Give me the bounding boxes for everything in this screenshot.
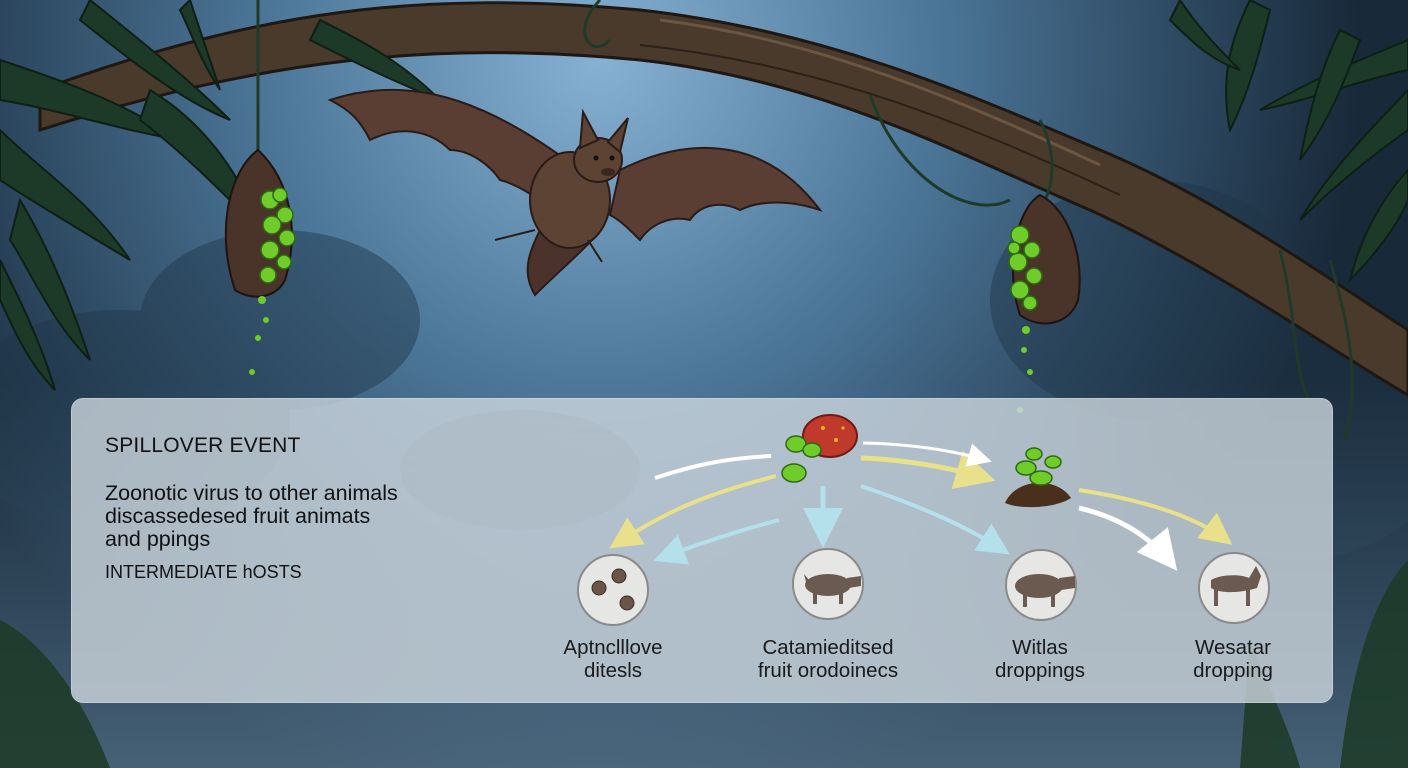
arrow: [653, 518, 780, 565]
arrow: [1078, 505, 1178, 571]
pig-icon: [1015, 574, 1075, 607]
hanging-fruit-pod-left: [224, 148, 296, 375]
node-label: Witlas droppings: [930, 636, 1150, 682]
arrow: [609, 474, 777, 549]
horse-icon: [1211, 566, 1261, 606]
description-line: Zoonotic virus to other animals: [105, 481, 398, 505]
description-line: discassedesed fruit animats: [105, 504, 371, 528]
node-label-line: Wesatar: [1195, 636, 1271, 659]
node-droppings: [577, 554, 649, 626]
node-label: Catamieditsed fruit orodoinecs: [718, 636, 938, 682]
node-label-line: droppings: [994, 659, 1086, 682]
node-label-line: Witlas: [1012, 636, 1068, 659]
node-horse: [1198, 552, 1270, 624]
contaminated-fruit-icon: [781, 414, 858, 483]
pig-icon: [804, 574, 861, 604]
panel-description: Zoonotic virus to other animals discasse…: [105, 482, 485, 551]
arrow: [1078, 488, 1233, 545]
node-label-line: fruit orodoinecs: [757, 659, 899, 682]
node-label: Wesatar dropping: [1123, 636, 1343, 682]
node-label: Aptnclllove ditesls: [503, 636, 723, 682]
right-leaves: [1168, 0, 1408, 284]
arrow: [862, 441, 992, 467]
droppings-icon: [591, 568, 635, 611]
node-label-line: Catamieditsed: [762, 636, 894, 659]
spillover-flow-diagram: [577, 414, 1270, 626]
node-pig-1: [792, 548, 864, 620]
arrow: [860, 450, 996, 489]
node-pig-2: [1005, 549, 1077, 621]
node-label-line: dropping: [1193, 659, 1273, 682]
seedling-droppings-icon: [1005, 447, 1071, 508]
spillover-panel: SPILLOVER EVENT Zoonotic virus to other …: [71, 398, 1333, 703]
tree-branch: [38, 1, 1408, 397]
description-line: and ppings: [105, 527, 211, 551]
node-label-line: Aptnclllove: [563, 636, 663, 659]
hanging-fruit-pod-right: [1007, 193, 1081, 413]
arrow: [860, 484, 1010, 555]
node-label-line: ditesls: [583, 659, 643, 682]
arrow: [654, 454, 772, 480]
intermediate-hosts-heading: INTERMEDIATE hOSTS: [105, 562, 302, 582]
panel-title: SPILLOVER EVENT: [105, 434, 301, 457]
bat: [327, 88, 823, 297]
